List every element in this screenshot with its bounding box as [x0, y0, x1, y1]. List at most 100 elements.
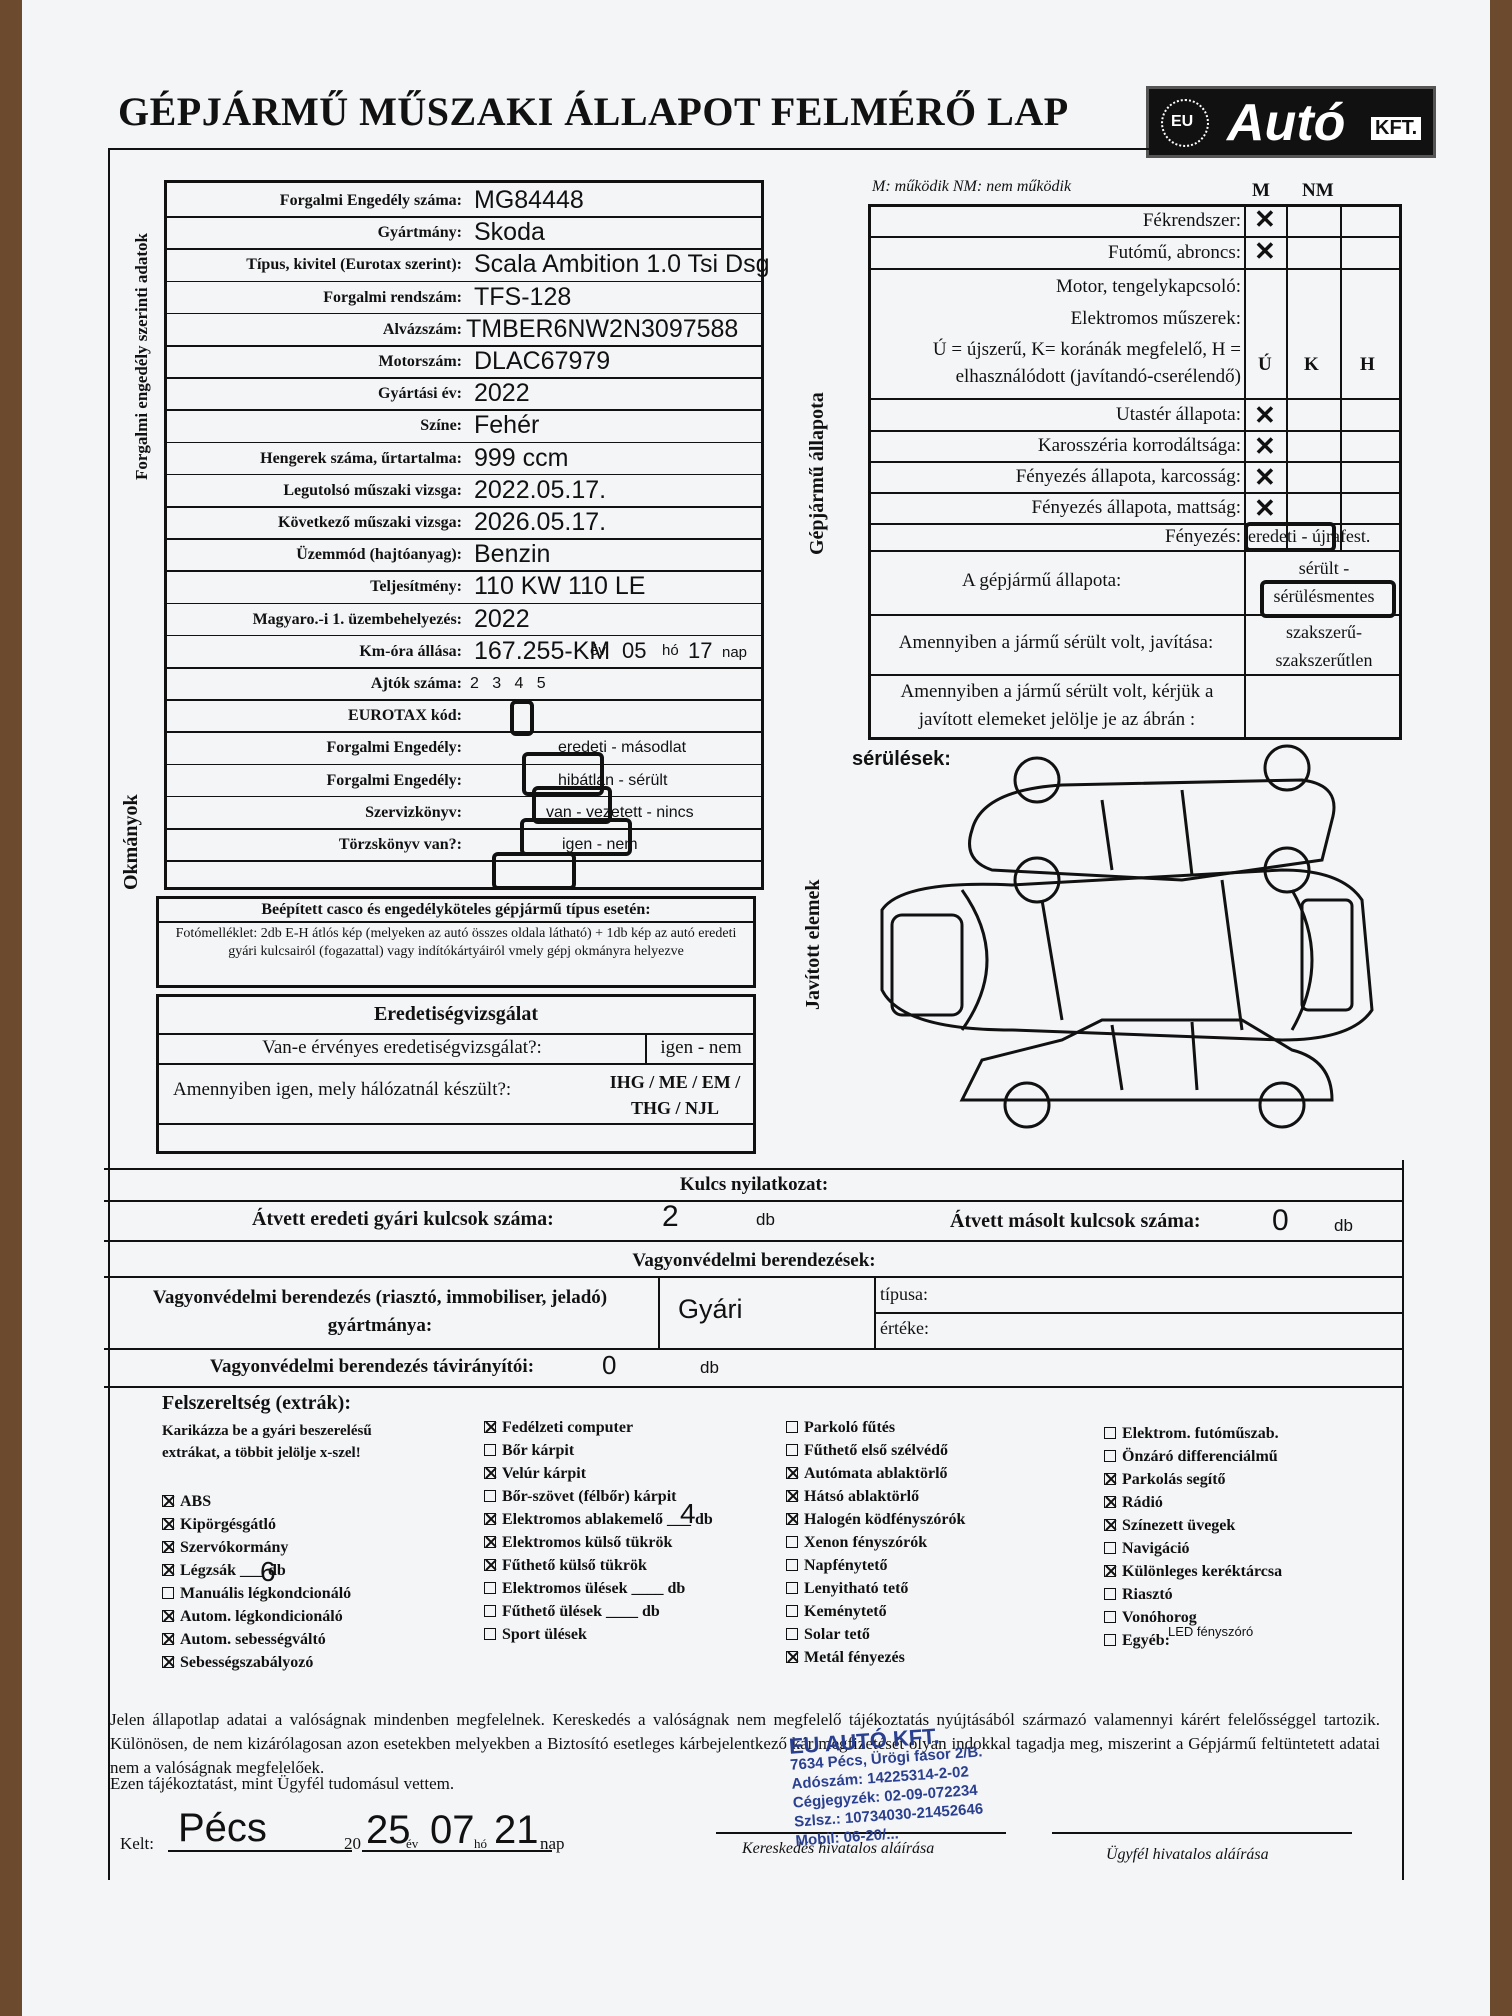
equipment-item[interactable]: ABS: [162, 1490, 351, 1513]
javitas-v2: szakszerűtlen: [1275, 650, 1373, 670]
checkbox-empty-icon[interactable]: [484, 1605, 496, 1617]
equipment-item[interactable]: Parkoló fűtés: [786, 1416, 965, 1439]
checkbox-checked-icon[interactable]: [1104, 1519, 1116, 1531]
equipment-item-label: Autom. sebességváltó: [180, 1631, 326, 1648]
keys-orig-db: db: [756, 1210, 775, 1229]
checkbox-empty-icon[interactable]: [786, 1444, 798, 1456]
equipment-item[interactable]: Metál fényezés: [786, 1646, 965, 1669]
checkbox-checked-icon[interactable]: [162, 1541, 174, 1553]
vehicle-row-divider: [167, 312, 761, 315]
security-remote-label: Vagyonvédelmi berendezés távirányítói:: [210, 1356, 535, 1377]
checkbox-checked-icon[interactable]: [162, 1610, 174, 1622]
equipment-item[interactable]: Rádió: [1104, 1491, 1282, 1514]
equipment-item[interactable]: Napfénytető: [786, 1554, 965, 1577]
equipment-item[interactable]: Riasztó: [1104, 1583, 1282, 1606]
equipment-item-label: Velúr kárpit: [502, 1465, 587, 1482]
checkbox-checked-icon[interactable]: [484, 1467, 496, 1479]
equipment-item[interactable]: Halogén ködfényszórók: [786, 1508, 965, 1531]
checkbox-empty-icon[interactable]: [1104, 1450, 1116, 1462]
vehicle-row-label: Következő műszaki vizsga:: [278, 514, 462, 531]
equipment-item[interactable]: Autom. sebességváltó: [162, 1628, 351, 1651]
checkbox-empty-icon[interactable]: [786, 1582, 798, 1594]
equipment-item[interactable]: Fűthető ülések ____ db: [484, 1600, 713, 1623]
checkbox-checked-icon[interactable]: [786, 1490, 798, 1502]
equipment-item[interactable]: Fűthető külső tükrök: [484, 1554, 713, 1577]
equipment-item[interactable]: Színezett üvegek: [1104, 1514, 1282, 1537]
checkbox-checked-icon[interactable]: [484, 1536, 496, 1548]
origin-check-box: Eredetiségvizsgálat Van-e érvényes erede…: [156, 994, 756, 1154]
checkbox-empty-icon[interactable]: [1104, 1542, 1116, 1554]
equipment-item[interactable]: Önzáró differenciálmű: [1104, 1445, 1282, 1468]
checkbox-checked-icon[interactable]: [786, 1651, 798, 1663]
equipment-item[interactable]: Bőr kárpit: [484, 1439, 713, 1462]
equipment-item[interactable]: Lenyitható tető: [786, 1577, 965, 1600]
equipment-item[interactable]: Különleges keréktárcsa: [1104, 1560, 1282, 1583]
equipment-item[interactable]: Sport ülések: [484, 1623, 713, 1646]
equipment-item[interactable]: Parkolás segítő: [1104, 1468, 1282, 1491]
checkbox-empty-icon[interactable]: [162, 1587, 174, 1599]
declaration-ack: Ezen tájékoztatást, mint Ügyfél tudomásu…: [110, 1774, 455, 1793]
equipment-item-label: Önzáró differenciálmű: [1122, 1448, 1278, 1465]
checkbox-empty-icon[interactable]: [1104, 1588, 1116, 1600]
checkbox-checked-icon[interactable]: [162, 1633, 174, 1645]
equipment-item[interactable]: Autom. légkondicionáló: [162, 1605, 351, 1628]
checkbox-empty-icon[interactable]: [786, 1536, 798, 1548]
checkbox-checked-icon[interactable]: [162, 1656, 174, 1668]
equipment-item[interactable]: Fedélzeti computer: [484, 1416, 713, 1439]
equipment-item[interactable]: Xenon fényszórók: [786, 1531, 965, 1554]
checkbox-empty-icon[interactable]: [786, 1421, 798, 1433]
car-damage-diagram: [880, 744, 1374, 1129]
equipment-item-label: Fűthető külső tükrök: [502, 1557, 647, 1574]
checkbox-checked-icon[interactable]: [484, 1513, 496, 1525]
equipment-item[interactable]: Sebességszabályozó: [162, 1651, 351, 1674]
checkbox-empty-icon[interactable]: [484, 1582, 496, 1594]
checkbox-checked-icon[interactable]: [1104, 1496, 1116, 1508]
equipment-item[interactable]: Elektrom. futóműszab.: [1104, 1422, 1282, 1445]
checkbox-empty-icon[interactable]: [484, 1444, 496, 1456]
checkbox-empty-icon[interactable]: [1104, 1634, 1116, 1646]
vehicle-row-label: Gyártási év:: [378, 385, 462, 403]
equipment-item[interactable]: Hátsó ablaktörlő: [786, 1485, 965, 1508]
checkbox-empty-icon[interactable]: [1104, 1427, 1116, 1439]
equipment-item[interactable]: Elektromos ablakemelő ___ db: [484, 1508, 713, 1531]
equipment-item[interactable]: Vonóhorog: [1104, 1606, 1282, 1629]
equipment-item[interactable]: Elektromos külső tükrök: [484, 1531, 713, 1554]
checkbox-checked-icon[interactable]: [1104, 1473, 1116, 1485]
checkbox-empty-icon[interactable]: [786, 1559, 798, 1571]
checkbox-checked-icon[interactable]: [162, 1495, 174, 1507]
page-title: GÉPJÁRMŰ MŰSZAKI ÁLLAPOT FELMÉRŐ LAP: [118, 89, 1069, 134]
checkbox-empty-icon[interactable]: [786, 1605, 798, 1617]
equipment-item[interactable]: Navigáció: [1104, 1537, 1282, 1560]
equipment-item[interactable]: Solar tető: [786, 1623, 965, 1646]
vehicle-row-divider: [167, 345, 761, 347]
checkbox-checked-icon[interactable]: [786, 1513, 798, 1525]
checkbox-checked-icon[interactable]: [162, 1518, 174, 1530]
condition-table: [868, 204, 1402, 740]
checkbox-empty-icon[interactable]: [484, 1490, 496, 1502]
checkbox-empty-icon[interactable]: [786, 1628, 798, 1640]
equipment-item[interactable]: Légzsák ___ db: [162, 1559, 351, 1582]
checkbox-checked-icon[interactable]: [484, 1559, 496, 1571]
equipment-item[interactable]: Kipörgésgátló: [162, 1513, 351, 1536]
checkbox-checked-icon[interactable]: [162, 1564, 174, 1576]
first-reg-ho: hó: [662, 642, 679, 659]
equipment-item[interactable]: Autómata ablaktörlő: [786, 1462, 965, 1485]
equipment-item[interactable]: Bőr-szövet (félbőr) kárpit: [484, 1485, 713, 1508]
javitas-label: Amennyiben a jármű sérült volt, javítása…: [898, 632, 1214, 653]
equipment-item[interactable]: Fűthető első szélvédő: [786, 1439, 965, 1462]
equipment-item[interactable]: Elektromos ülések ____ db: [484, 1577, 713, 1600]
checkbox-checked-icon[interactable]: [484, 1421, 496, 1433]
equipment-item[interactable]: Szervókormány: [162, 1536, 351, 1559]
equipment-item[interactable]: Keménytető: [786, 1600, 965, 1623]
row-fekrendszer-mark: ✕: [1254, 204, 1276, 234]
equipment-item[interactable]: Manuális légkondcionáló: [162, 1582, 351, 1605]
checkbox-checked-icon[interactable]: [1104, 1565, 1116, 1577]
vehicle-row-label: Színe:: [420, 417, 462, 435]
checkbox-empty-icon[interactable]: [1104, 1611, 1116, 1623]
equipment-item[interactable]: Velúr kárpit: [484, 1462, 713, 1485]
equipment-item[interactable]: Egyéb:: [1104, 1629, 1282, 1652]
checkbox-empty-icon[interactable]: [484, 1628, 496, 1640]
kelt-day: 21: [494, 1808, 539, 1852]
checkbox-checked-icon[interactable]: [786, 1467, 798, 1479]
vehicle-row-label: Forgalmi Engedély:: [326, 771, 462, 789]
